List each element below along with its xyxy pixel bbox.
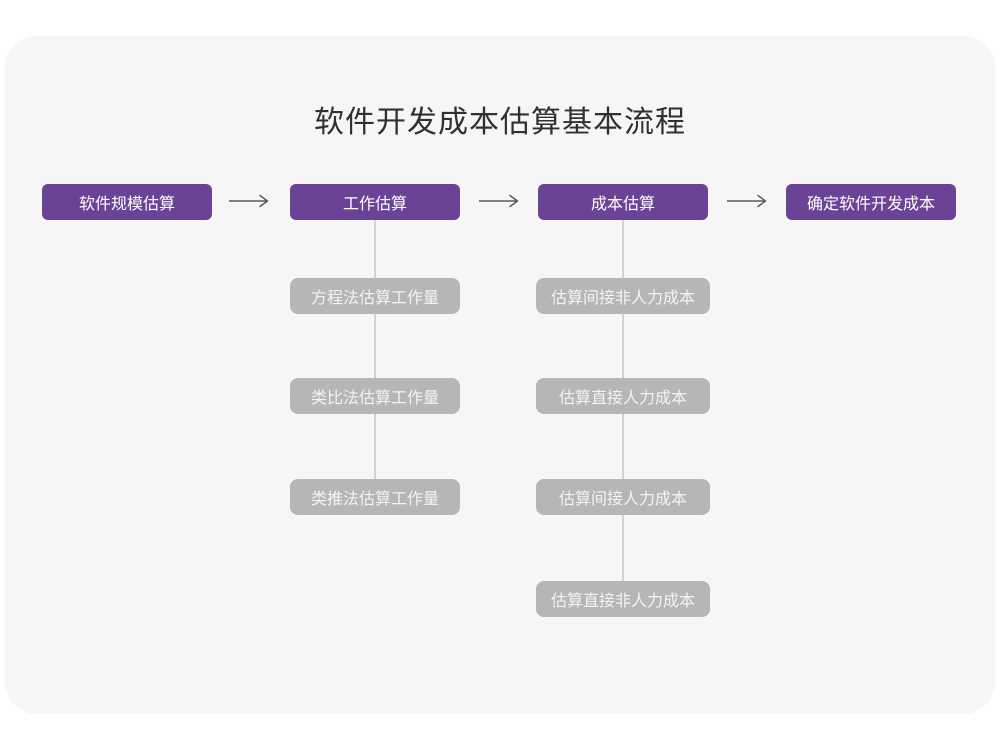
step-determine-dev-cost: 确定软件开发成本 <box>786 184 956 220</box>
step-label: 确定软件开发成本 <box>806 196 935 213</box>
substep-direct-nonlabor-cost: 估算直接非人力成本 <box>536 581 710 617</box>
substep-indirect-nonlabor-cost: 估算间接非人力成本 <box>536 278 710 314</box>
substep-label: 估算直接非人力成本 <box>550 593 695 610</box>
substep-label: 估算间接非人力成本 <box>550 290 695 307</box>
substep-equation-method-effort: 方程法估算工作量 <box>290 278 460 314</box>
step-label: 工作估算 <box>342 196 407 213</box>
substep-label: 估算直接人力成本 <box>558 390 687 407</box>
step-label: 成本估算 <box>590 196 655 213</box>
flow-arrow-3 <box>727 194 767 208</box>
substep-extrapolation-method-effort: 类推法估算工作量 <box>290 479 460 515</box>
step-work-estimation: 工作估算 <box>290 184 460 220</box>
flow-arrow-1 <box>229 194 269 208</box>
diagram-canvas <box>5 36 995 714</box>
step-cost-estimation: 成本估算 <box>538 184 708 220</box>
step-software-scale-estimation: 软件规模估算 <box>42 184 212 220</box>
substep-label: 类推法估算工作量 <box>310 491 439 508</box>
substep-analogy-method-effort: 类比法估算工作量 <box>290 378 460 414</box>
substep-label: 估算间接人力成本 <box>558 491 687 508</box>
substep-label: 类比法估算工作量 <box>310 390 439 407</box>
step-label: 软件规模估算 <box>78 196 175 213</box>
diagram-title: 软件开发成本估算基本流程 <box>314 106 686 139</box>
connector-line-work-column <box>374 220 376 497</box>
substep-label: 方程法估算工作量 <box>310 290 439 307</box>
substep-indirect-labor-cost: 估算间接人力成本 <box>536 479 710 515</box>
substep-direct-labor-cost: 估算直接人力成本 <box>536 378 710 414</box>
flow-arrow-2 <box>479 194 519 208</box>
